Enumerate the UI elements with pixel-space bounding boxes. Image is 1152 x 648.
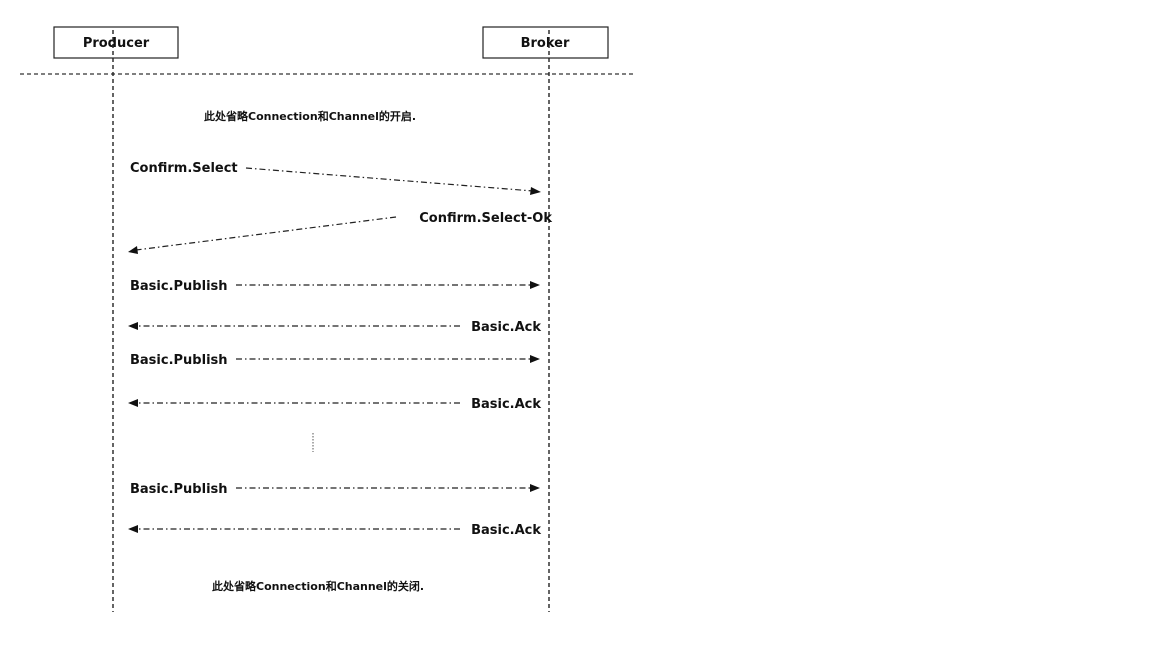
message-label-confirm-select: Confirm.Select <box>130 161 238 176</box>
producer-actor-box <box>53 26 179 59</box>
connection-open-note: 此处省略Connection和Channel的开启. <box>204 109 416 123</box>
message-label-basic-ack-2: Basic.Ack <box>471 397 541 412</box>
arrow-head-basic-ack-2 <box>128 399 138 407</box>
message-label-confirm-select-ok: Confirm.Select-Ok <box>419 211 552 226</box>
broker-actor-label: Broker <box>521 36 570 51</box>
arrow-head-confirm-select <box>530 187 541 195</box>
message-label-basic-publish-2: Basic.Publish <box>130 353 228 368</box>
arrow-head-basic-publish-1 <box>530 281 540 289</box>
message-line-confirm-select-ok <box>135 216 397 251</box>
message-line-confirm-select <box>245 167 534 192</box>
producer-actor-label: Producer <box>83 36 150 51</box>
connection-close-note: 此处省略Connection和Channel的关闭. <box>212 579 424 593</box>
message-label-basic-ack-3: Basic.Ack <box>471 523 541 538</box>
arrow-head-confirm-select-ok <box>128 246 138 254</box>
arrow-head-basic-ack-3 <box>128 525 138 533</box>
arrow-head-basic-publish-3 <box>530 484 540 492</box>
broker-actor-box <box>482 26 609 59</box>
message-label-basic-ack-1: Basic.Ack <box>471 320 541 335</box>
arrow-head-basic-ack-1 <box>128 322 138 330</box>
message-label-basic-publish-1: Basic.Publish <box>130 279 228 294</box>
arrow-head-basic-publish-2 <box>530 355 540 363</box>
message-label-basic-publish-3: Basic.Publish <box>130 482 228 497</box>
